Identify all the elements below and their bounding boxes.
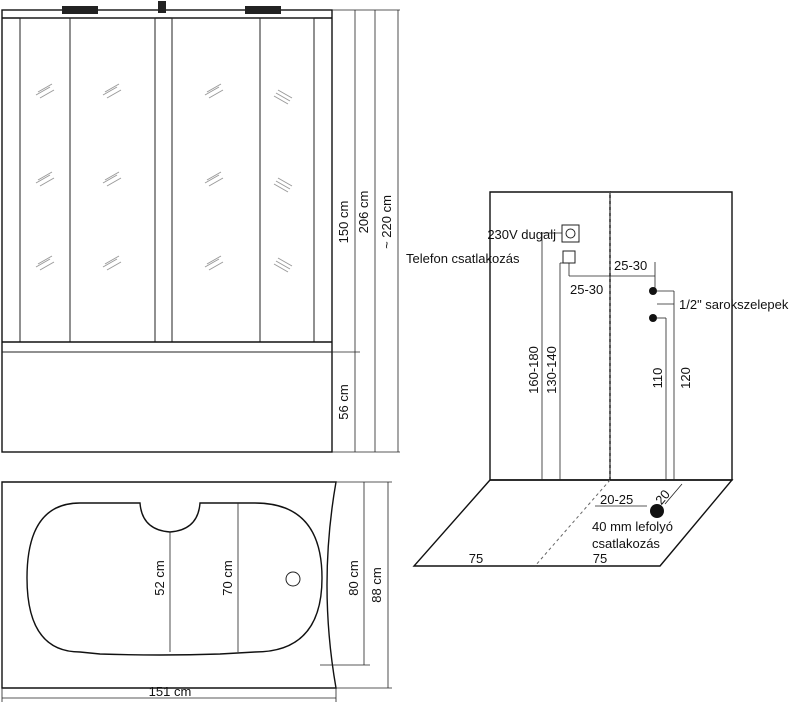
floor-dim-right: 75 <box>593 551 607 566</box>
top-dim-inner-depth: 52 cm <box>152 560 167 595</box>
phone-label: Telefon csatlakozás <box>406 251 520 266</box>
top-dim-inner-length: 70 cm <box>220 560 235 595</box>
socket-label: 230V dugalj <box>487 227 556 242</box>
glass-panel-2 <box>69 17 156 343</box>
tub-outline <box>1 481 337 689</box>
top-fitting-right <box>245 6 281 14</box>
dim-drain-offset: 20-25 <box>600 492 633 507</box>
glass-panel-1 <box>19 17 71 343</box>
installation-view: 230V dugalj Telefon csatlakozás 160-180 … <box>406 191 789 567</box>
drain-connection <box>650 504 664 518</box>
wall-right <box>610 191 733 481</box>
top-fitting-left <box>62 6 98 14</box>
top-dim-depth-80: 80 cm <box>346 560 361 595</box>
top-fitting-center <box>158 1 166 13</box>
top-dim-width: 151 cm <box>149 684 192 699</box>
drain-hole <box>285 571 301 587</box>
front-dim-total: ~ 220 cm <box>379 195 394 249</box>
drain-label-line1: 40 mm lefolyó <box>592 519 673 534</box>
drain-label-line2: csatlakozás <box>592 536 660 551</box>
tub-basin <box>26 502 323 656</box>
socket-box <box>561 224 580 243</box>
socket-icon <box>565 228 576 239</box>
phone-box <box>562 250 576 264</box>
valve-lower <box>649 314 657 322</box>
front-view: 150 cm 206 cm ~ 220 cm 56 cm <box>1 1 400 453</box>
floor-corner-line <box>534 479 611 567</box>
glass-panel-3 <box>171 17 261 343</box>
top-dim-depth-88: 88 cm <box>369 567 384 602</box>
dim-socket-height: 160-180 <box>526 346 541 394</box>
front-dim-frame: 206 cm <box>356 191 371 234</box>
dim-socket-offset-lower: 25-30 <box>570 282 603 297</box>
cabin-outline <box>1 9 333 453</box>
dim-valve-high: 120 <box>678 367 693 389</box>
front-dim-glass: 150 cm <box>336 201 351 244</box>
glass-panel-4 <box>259 17 315 343</box>
valves-label: 1/2" sarokszelepek <box>679 297 789 312</box>
dim-valve-low: 110 <box>650 368 665 389</box>
valve-upper <box>649 287 657 295</box>
glass-decor <box>35 83 293 273</box>
front-dim-tub-height: 56 cm <box>336 384 351 419</box>
dim-socket-offset-upper: 25-30 <box>614 258 647 273</box>
dim-phone-height: 130-140 <box>544 346 559 394</box>
top-view: 52 cm 70 cm 80 cm 88 cm 151 cm <box>1 481 392 702</box>
floor-dim-left: 75 <box>469 551 483 566</box>
floor <box>412 479 734 567</box>
